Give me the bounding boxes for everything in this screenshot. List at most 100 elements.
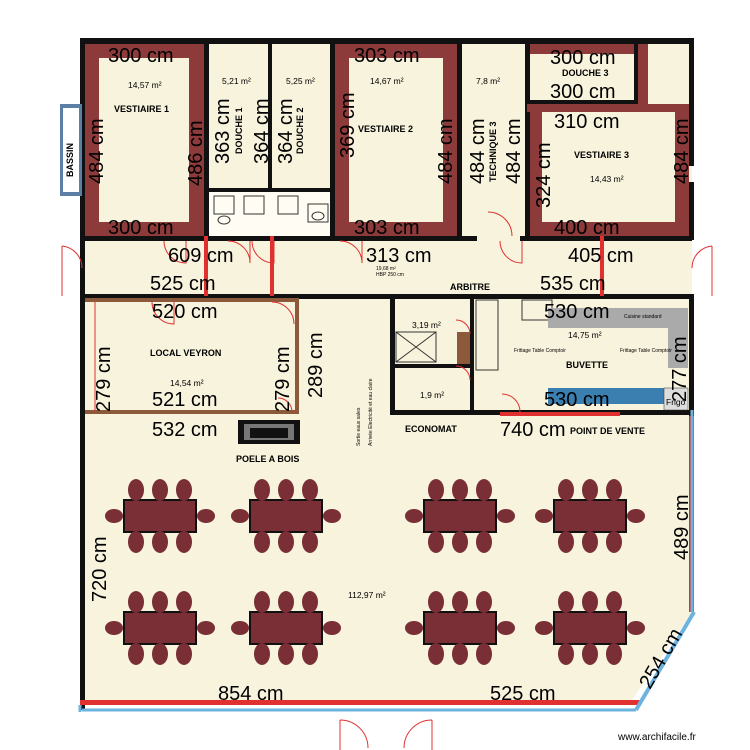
chair bbox=[128, 479, 144, 501]
dim-arb-bot-r: 535 cm bbox=[540, 273, 606, 295]
chair bbox=[627, 509, 645, 523]
economat-area: 1,9 m² bbox=[420, 390, 444, 400]
wc-area: 3,19 m² bbox=[412, 320, 441, 330]
chair bbox=[476, 479, 492, 501]
chair bbox=[582, 643, 598, 665]
vestiaire2-label: VESTIAIRE 2 bbox=[358, 124, 413, 134]
arbitre-label: ARBITRE bbox=[450, 282, 490, 292]
sortie-note: Sortie eaux sales bbox=[356, 407, 362, 446]
technique3-label: TECHNIQUE 3 bbox=[488, 121, 498, 182]
dim-d1-left: 363 cm bbox=[212, 98, 234, 164]
interior-walls bbox=[85, 44, 689, 414]
technique3-area: 7,8 m² bbox=[476, 76, 500, 86]
dim-sal-top-r: 740 cm bbox=[500, 419, 566, 441]
dim-buv-bottom: 530 cm bbox=[544, 389, 610, 411]
dim-v2-right: 484 cm bbox=[435, 118, 457, 184]
chair bbox=[452, 531, 468, 553]
chair bbox=[278, 591, 294, 613]
chair bbox=[405, 509, 423, 523]
buvette-note-1: Frittage Table Comptoir bbox=[514, 348, 566, 354]
dim-buv-top: 530 cm bbox=[544, 301, 610, 323]
chair bbox=[176, 591, 192, 613]
dim-v3-left: 324 cm bbox=[533, 142, 555, 208]
chair bbox=[323, 509, 341, 523]
chair bbox=[476, 591, 492, 613]
dining-table bbox=[105, 479, 215, 553]
chair bbox=[152, 591, 168, 613]
economat-label: ECONOMAT bbox=[405, 424, 457, 434]
vestiaire3-area: 14,43 m² bbox=[590, 174, 624, 184]
vestiaire1-area: 14,57 m² bbox=[128, 80, 162, 90]
facade-lines bbox=[78, 236, 696, 712]
vestiaire3-label: VESTIAIRE 3 bbox=[574, 150, 629, 160]
chair bbox=[582, 531, 598, 553]
chair bbox=[535, 509, 553, 523]
chair bbox=[302, 643, 318, 665]
chair bbox=[582, 479, 598, 501]
douche1-label: DOUCHE 1 bbox=[234, 107, 244, 154]
dim-v2-bottom: 303 cm bbox=[354, 217, 420, 239]
doors bbox=[61, 211, 713, 750]
chair bbox=[152, 643, 168, 665]
chair bbox=[278, 479, 294, 501]
dim-arb-top-m: 313 cm bbox=[366, 245, 432, 267]
dim-lv-right: 279 cm bbox=[272, 346, 294, 412]
chair bbox=[152, 531, 168, 553]
dim-arb-top-r: 405 cm bbox=[568, 245, 634, 267]
dim-d3-bottom: 300 cm bbox=[550, 81, 616, 103]
dim-v3-top: 310 cm bbox=[554, 111, 620, 133]
chair bbox=[497, 509, 515, 523]
vestiaire1-label: VESTIAIRE 1 bbox=[114, 104, 169, 114]
salle-area: 112,97 m² bbox=[348, 590, 386, 600]
chair bbox=[558, 531, 574, 553]
chair bbox=[428, 643, 444, 665]
dim-lv-outer: 289 cm bbox=[305, 332, 327, 398]
chair bbox=[231, 621, 249, 635]
arrivee-note: Arrivée Electricité et eau claire bbox=[368, 378, 374, 446]
dim-v1-right: 486 cm bbox=[185, 120, 207, 186]
local-veyron-area: 14,54 m² bbox=[170, 378, 204, 388]
chair bbox=[606, 479, 622, 501]
dim-sal-left: 720 cm bbox=[89, 536, 111, 602]
chair bbox=[152, 479, 168, 501]
credit-text: www.archifacile.fr bbox=[617, 732, 696, 743]
chair bbox=[452, 643, 468, 665]
chair bbox=[254, 643, 270, 665]
dining-table bbox=[231, 591, 341, 665]
dim-arb-top-l: 609 cm bbox=[168, 245, 234, 267]
dining-table bbox=[231, 479, 341, 553]
chair bbox=[606, 531, 622, 553]
cuisine-label: Cuisine standard bbox=[624, 314, 662, 320]
dim-t3-right: 484 cm bbox=[503, 118, 525, 184]
arbitre-area: 19,68 m² bbox=[376, 266, 396, 272]
chair bbox=[405, 621, 423, 635]
dim-v1-bottom: 300 cm bbox=[108, 217, 174, 239]
douche1-area: 5,21 m² bbox=[222, 76, 251, 86]
dim-v3-bottom: 400 cm bbox=[554, 217, 620, 239]
dim-lv-bottom: 521 cm bbox=[152, 389, 218, 411]
chair bbox=[128, 643, 144, 665]
chair bbox=[254, 479, 270, 501]
chair bbox=[582, 591, 598, 613]
frigo-label: Frigo bbox=[666, 397, 686, 407]
chair bbox=[197, 621, 215, 635]
chair bbox=[197, 509, 215, 523]
buvette-fixtures: Cuisine standard Frittage Table Comptoir… bbox=[514, 308, 689, 411]
douche2-area: 5,25 m² bbox=[286, 76, 315, 86]
chair bbox=[278, 643, 294, 665]
chair bbox=[302, 591, 318, 613]
dim-v3-right: 484 cm bbox=[671, 118, 693, 184]
dim-arb-bot-l: 525 cm bbox=[150, 273, 216, 295]
dim-sal-right: 489 cm bbox=[671, 494, 693, 560]
dimensions: 300 cm 300 cm 484 cm 486 cm 363 cm 364 c… bbox=[86, 45, 693, 705]
local-veyron-label: LOCAL VEYRON bbox=[150, 348, 221, 358]
poele-a-bois bbox=[238, 420, 300, 444]
chair bbox=[476, 531, 492, 553]
dim-v2-top: 303 cm bbox=[354, 45, 420, 67]
sanitary-fixtures bbox=[213, 195, 553, 371]
chair bbox=[105, 509, 123, 523]
chair bbox=[428, 479, 444, 501]
dim-sal-bot-r: 525 cm bbox=[490, 683, 556, 705]
poele-label: POELE A BOIS bbox=[236, 454, 299, 464]
chair bbox=[558, 479, 574, 501]
